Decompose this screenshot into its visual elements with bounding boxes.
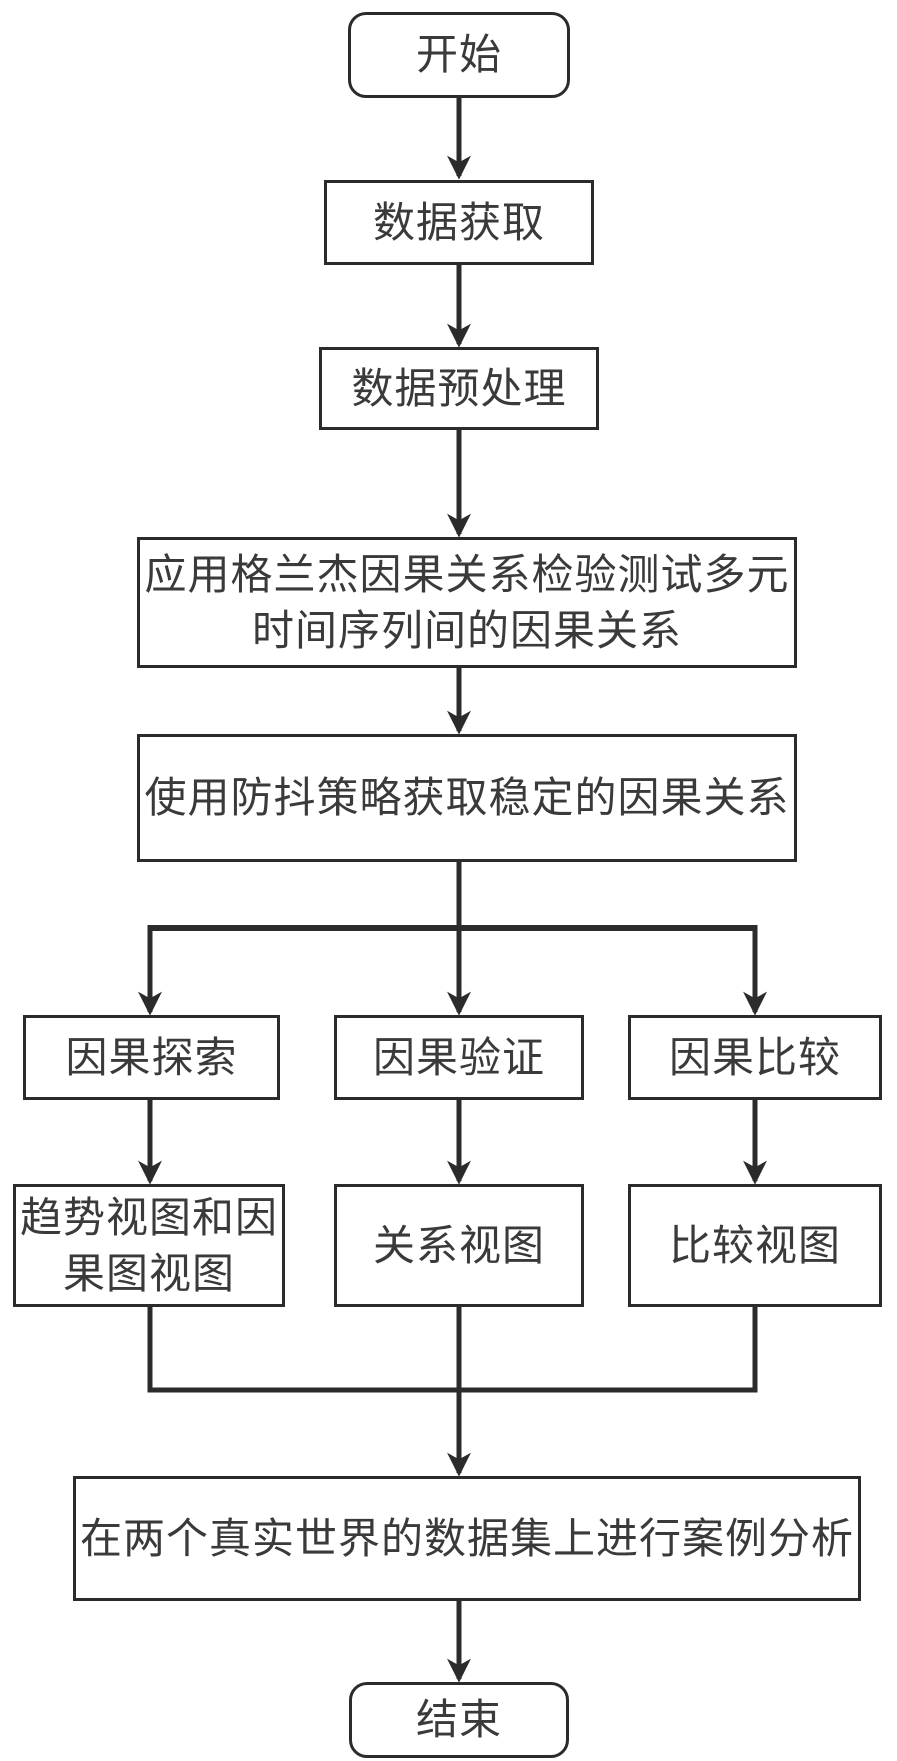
debounce-strategy-label: 使用防抖策略获取稳定的因果关系	[144, 774, 790, 821]
causal-comparison-label: 因果比较	[668, 1033, 841, 1081]
data-preprocessing-node: 数据预处理	[319, 347, 599, 430]
granger-causality-test-label-line1: 应用格兰杰因果关系检验测试多元	[144, 550, 790, 598]
granger-causality-test-label-line2: 时间序列间的因果关系	[251, 606, 682, 654]
end-node: 结束	[349, 1682, 569, 1758]
trend-and-causal-graph-view-node: 趋势视图和因 果图视图	[13, 1184, 285, 1307]
causal-verification-node: 因果验证	[334, 1015, 584, 1100]
case-analysis-node: 在两个真实世界的数据集上进行案例分析	[73, 1476, 861, 1601]
data-acquisition-label: 数据获取	[372, 198, 545, 246]
granger-causality-test-node: 应用格兰杰因果关系检验测试多元 时间序列间的因果关系	[137, 537, 797, 668]
trend-and-causal-graph-view-label-line1: 趋势视图和因	[19, 1193, 278, 1241]
data-acquisition-node: 数据获取	[324, 180, 594, 265]
comparison-view-node: 比较视图	[628, 1184, 882, 1307]
end-label: 结束	[415, 1696, 502, 1743]
trend-and-causal-graph-view-label-line2: 果图视图	[62, 1249, 235, 1297]
start-node: 开始	[348, 12, 570, 98]
relation-view-label: 关系视图	[372, 1221, 545, 1269]
causal-comparison-node: 因果比较	[628, 1015, 882, 1100]
relation-view-node: 关系视图	[334, 1184, 584, 1307]
comparison-view-label: 比较视图	[668, 1221, 841, 1269]
causal-exploration-node: 因果探索	[23, 1015, 280, 1100]
data-preprocessing-label: 数据预处理	[351, 364, 567, 412]
debounce-strategy-node: 使用防抖策略获取稳定的因果关系	[137, 734, 797, 862]
causal-exploration-label: 因果探索	[65, 1033, 238, 1081]
causal-verification-label: 因果验证	[372, 1033, 545, 1081]
start-label: 开始	[415, 31, 502, 78]
case-analysis-label: 在两个真实世界的数据集上进行案例分析	[79, 1514, 854, 1562]
